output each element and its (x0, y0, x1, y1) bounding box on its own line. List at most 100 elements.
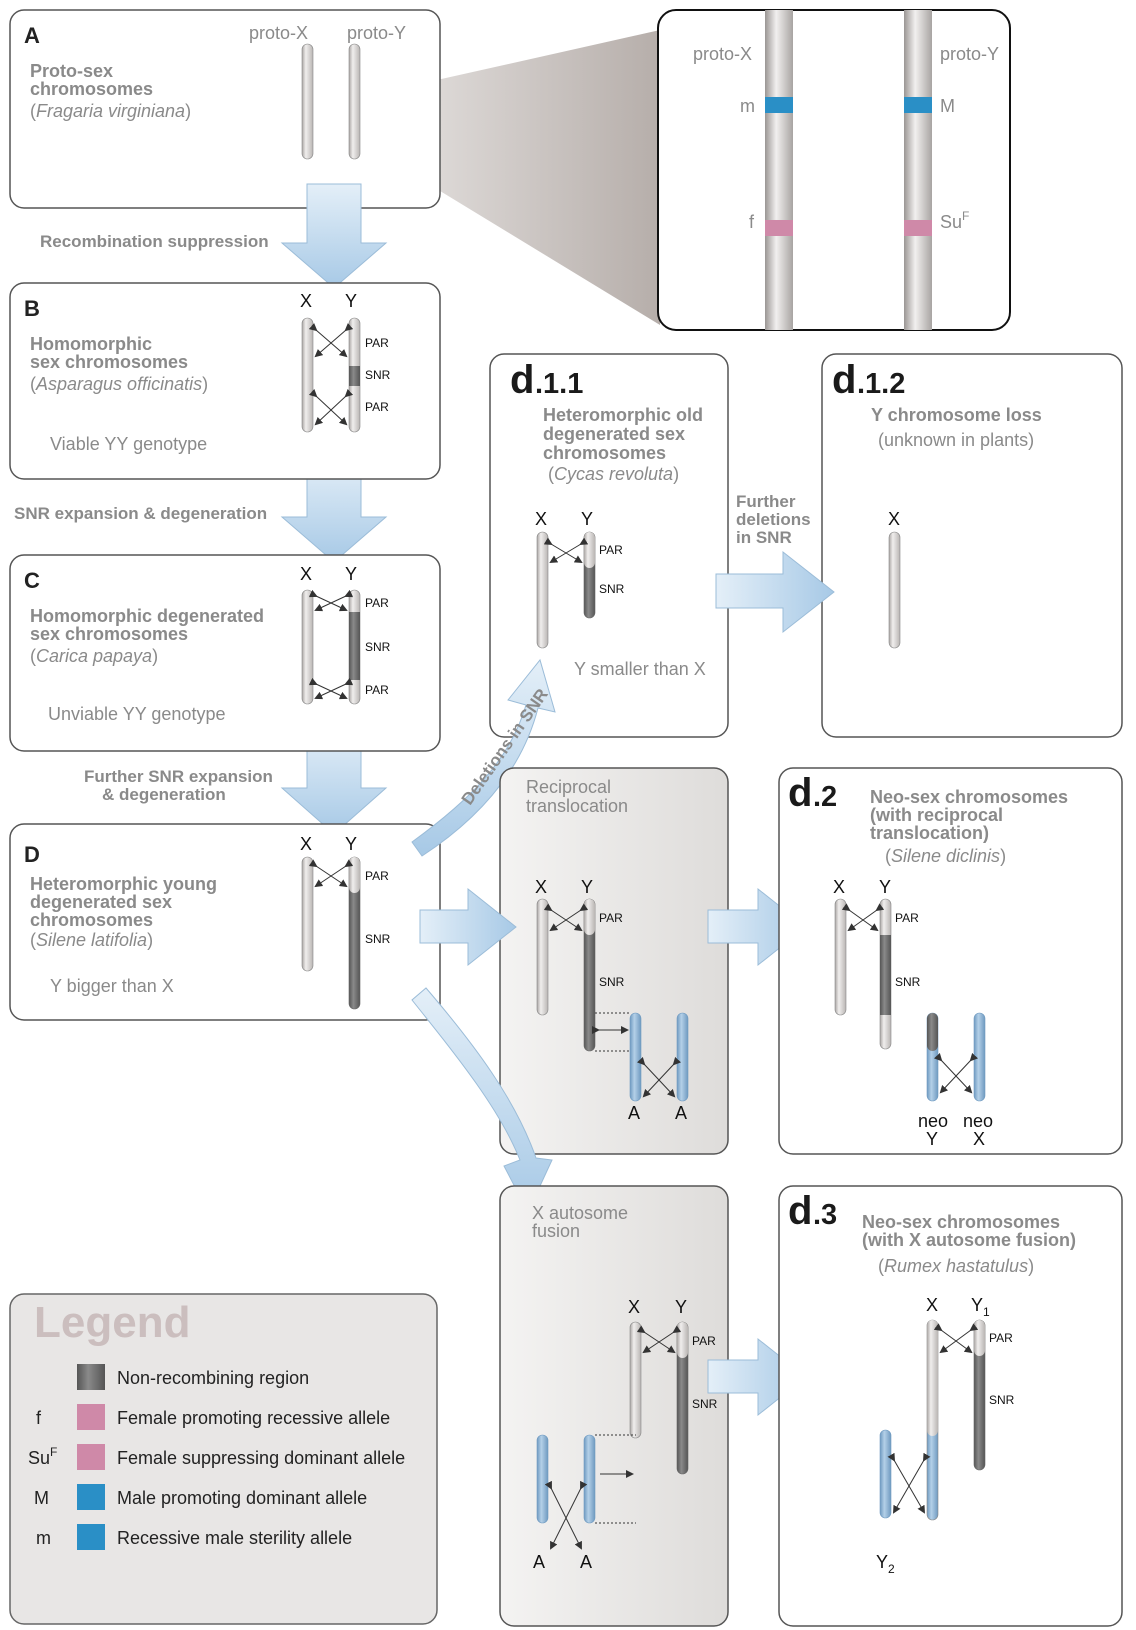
xfusion-title-line2: fusion (532, 1221, 580, 1241)
d3-y2-label: Y2 (876, 1552, 895, 1576)
panel-d11-species: (Cycas revoluta) (548, 464, 679, 484)
c-snr-label: SNR (365, 640, 391, 654)
allele-SuF-label: SuF (940, 209, 969, 232)
panel-a: A proto-X proto-Y Proto-sex chromosomes … (9, 9, 441, 209)
d11-y-label: Y (581, 509, 593, 529)
panel-c-letter: C (24, 568, 40, 593)
panel-d11-letter: d (510, 358, 534, 402)
legend-label-f: Female promoting recessive allele (117, 1408, 390, 1428)
xfusion-x-label: X (628, 1297, 640, 1317)
recip-a1-label: A (628, 1103, 640, 1123)
xfusion-snr-label: SNR (692, 1397, 718, 1411)
panel-d3: d .3 Neo-sex chromosomes (with X autosom… (778, 1185, 1123, 1627)
panel-d3-num: .3 (813, 1199, 837, 1231)
b-par-label-1: PAR (365, 336, 389, 350)
b-par-label-2: PAR (365, 400, 389, 414)
d12-x-chromosome (888, 531, 901, 649)
zoom-proto-x-label: proto-X (693, 44, 752, 64)
c-x-chromosome (301, 589, 314, 705)
panel-d3-species: (Rumex hastatulus) (878, 1256, 1034, 1276)
d2-neo-y-label-1: neo (918, 1111, 948, 1131)
panel-d2-title-line3: translocation) (870, 823, 989, 843)
panel-d2-num: .2 (813, 781, 837, 813)
zoom-proto-x-chromosome (765, 10, 793, 330)
panel-d11-num: .1.1 (535, 368, 583, 400)
d3-y1-par (974, 1320, 985, 1356)
allele-f-band (765, 220, 793, 236)
panel-d12-letter: d (832, 358, 856, 402)
panel-d11-title-line1: Heteromorphic old (543, 405, 703, 425)
legend-symbol-f: f (36, 1408, 42, 1428)
xfusion-title-line1: X autosome (532, 1203, 628, 1223)
b-y-label: Y (345, 291, 357, 311)
allele-M-band (904, 97, 932, 113)
further-deletions-line3: in SNR (736, 528, 792, 547)
d3-y1-label: Y1 (971, 1295, 990, 1319)
legend-symbol-M: M (34, 1488, 49, 1508)
d2-y-snr (880, 935, 891, 1015)
panel-d3-letter: d (788, 1189, 812, 1233)
b-x-label: X (300, 291, 312, 311)
panel-c-title-line1: Homomorphic degenerated (30, 606, 264, 626)
recip-autosome-1 (629, 1012, 642, 1102)
panel-d-title-line1: Heteromorphic young (30, 874, 217, 894)
legend-label-m: Recessive male sterility allele (117, 1528, 352, 1548)
proto-y-label: proto-Y (347, 23, 406, 43)
d2-x-chromosome (834, 898, 847, 1016)
c-par-label-1: PAR (365, 596, 389, 610)
panel-d-note: Y bigger than X (50, 976, 174, 996)
allele-f-label: f (749, 212, 755, 232)
panel-d-letter: D (24, 842, 40, 867)
d-par-label: PAR (365, 869, 389, 883)
legend-label-suf: Female suppressing dominant allele (117, 1448, 405, 1468)
panel-reciprocal-translocation: Reciprocal translocation X Y PAR SNR A A (499, 767, 729, 1155)
panel-b-species: (Asparagus officinatis) (30, 374, 208, 394)
legend-swatch-M (77, 1484, 105, 1510)
legend-swatch-snr (77, 1364, 105, 1390)
d2-par-label: PAR (895, 911, 919, 925)
proto-y-chromosome (348, 43, 361, 160)
panel-d-title-line3: chromosomes (30, 910, 153, 930)
xfusion-y-par (677, 1322, 688, 1358)
legend-swatch-suf (77, 1444, 105, 1470)
b-snr-label: SNR (365, 368, 391, 382)
d11-y-par (584, 532, 595, 568)
allele-M-label: M (940, 96, 955, 116)
legend-title: Legend (34, 1298, 190, 1347)
d3-x-original-part (927, 1320, 938, 1436)
zoom-proto-y-chromosome (904, 10, 932, 330)
panel-c-note: Unviable YY genotype (48, 704, 225, 724)
legend-label-snr: Non-recombining region (117, 1368, 309, 1388)
arrow-d-to-recip (419, 887, 517, 967)
panel-d11-title-line3: chromosomes (543, 443, 666, 463)
legend: Legend Non-recombining region f Female p… (9, 1293, 438, 1625)
d2-neo-x-label-1: neo (963, 1111, 993, 1131)
arrow-d-to-xfusion (411, 987, 553, 1214)
b-x-chromosome (301, 317, 314, 433)
c-y-label: Y (345, 564, 357, 584)
proto-x-label: proto-X (249, 23, 308, 43)
panel-d12-title: Y chromosome loss (871, 405, 1042, 425)
panel-d12-subtitle: (unknown in plants) (878, 430, 1034, 450)
arrow-a-to-b (280, 183, 388, 289)
step-snr-expansion: SNR expansion & degeneration (14, 504, 267, 523)
panel-d2-title-line2: (with reciprocal (870, 805, 1003, 825)
further-deletions-line2: deletions (736, 510, 811, 529)
zoom-panel: proto-X proto-Y m M f SuF (657, 9, 1011, 331)
panel-c-title-line2: sex chromosomes (30, 624, 188, 644)
legend-symbol-m: m (36, 1528, 51, 1548)
panel-b-note: Viable YY genotype (50, 434, 207, 454)
panel-d-species: (Silene latifolia) (30, 930, 153, 950)
d3-snr-label: SNR (989, 1393, 1015, 1407)
c-x-label: X (300, 564, 312, 584)
recip-y-label: Y (581, 877, 593, 897)
panel-d: D Heteromorphic young degenerated sex ch… (9, 823, 441, 1021)
panel-a-title-line1: Proto-sex (30, 61, 113, 81)
panel-d2-title-line1: Neo-sex chromosomes (870, 787, 1068, 807)
xfusion-par-label: PAR (692, 1334, 716, 1348)
panel-d2-species: (Silene diclinis) (885, 846, 1006, 866)
d-y-label: Y (345, 834, 357, 854)
panel-c: C Homomorphic degenerated sex chromosome… (9, 554, 441, 752)
panel-a-title-line2: chromosomes (30, 79, 153, 99)
